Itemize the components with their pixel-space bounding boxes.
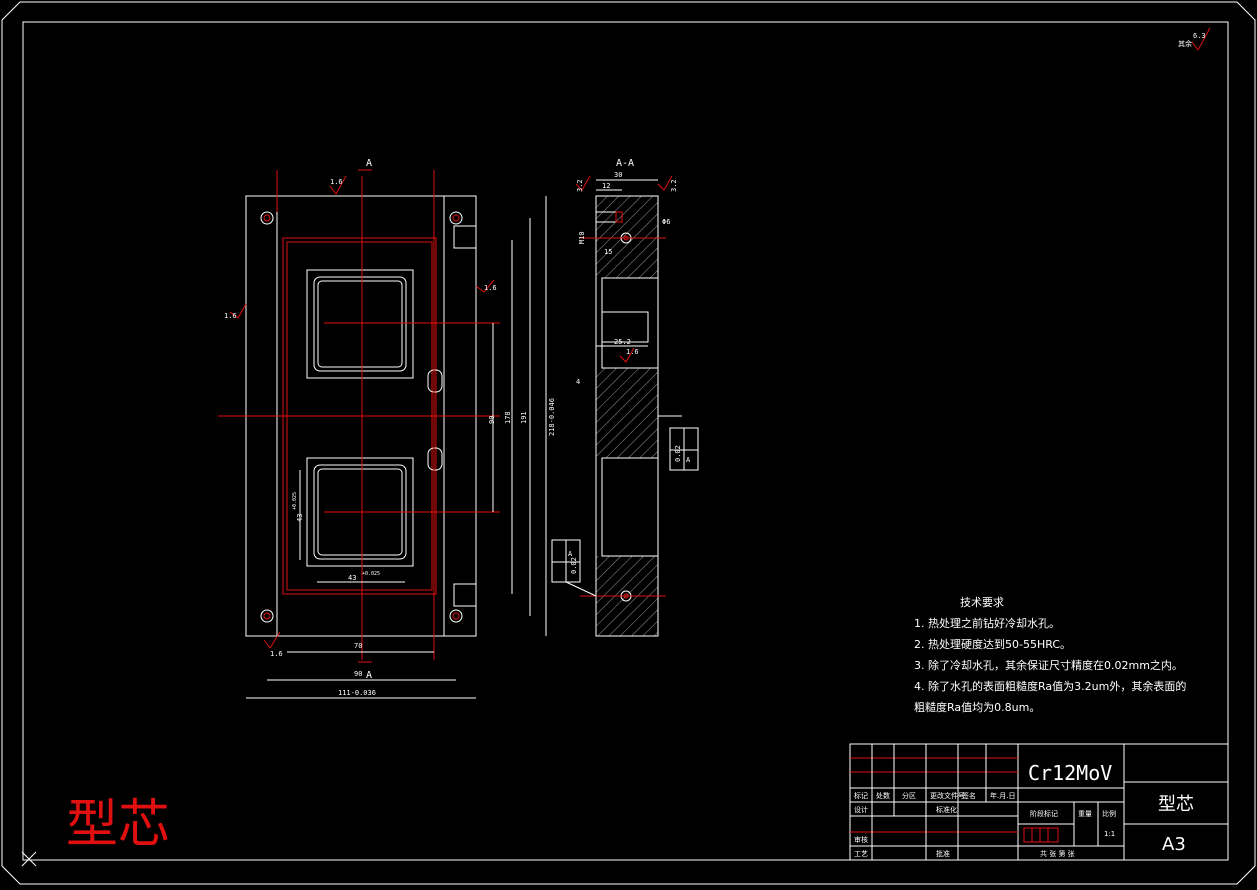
tech-item-1: 1. 热处理之前钻好冷却水孔。: [914, 616, 1060, 630]
dimension-label: 比例: [1102, 809, 1116, 818]
dimension-label: 设计: [854, 805, 868, 814]
dimension-label: 0.02: [570, 557, 578, 574]
dimension-label: 43: [296, 514, 304, 522]
dimension-label: 重量: [1078, 810, 1092, 818]
dimension-label: A: [686, 456, 691, 464]
dimension-label: 90: [488, 416, 496, 424]
dimension-label: M10: [578, 231, 586, 244]
sheet-size-text: A3: [1162, 834, 1186, 855]
dimension-label: 1.6: [330, 178, 343, 186]
tech-title: 技术要求: [960, 596, 1004, 609]
dimension-label: 1.6: [626, 348, 639, 356]
dimension-label: 0.02: [674, 445, 682, 462]
dimension-label: A: [568, 550, 573, 558]
part-name-text: 型芯: [1158, 794, 1194, 815]
dimension-label: 43: [348, 574, 356, 582]
dimension-label: 15: [604, 248, 612, 256]
material-text: Cr12MoV: [1028, 761, 1112, 785]
dimension-label: 178: [504, 411, 512, 424]
section-view: A-A 12 30 15 25.2 4 M10 Φ6 3.2 3.2 1.6 0…: [551, 158, 699, 637]
technical-requirements: 技术要求 1. 热处理之前钻好冷却水孔。 2. 热处理硬度达到50-55HRC。…: [914, 596, 1186, 714]
dimension-label: A: [366, 670, 372, 681]
front-view: 70 90 111-0.036 90 178 191 218-0.046 43 …: [218, 158, 556, 699]
dimension-label: 年.月.日: [990, 791, 1015, 800]
dimension-label: 处数: [876, 791, 890, 800]
dimension-label: 分区: [902, 791, 916, 800]
dimension-label: 更改文件号: [930, 791, 965, 800]
dimension-label: A-A: [616, 158, 634, 169]
dimension-label: 标准化: [936, 805, 957, 814]
dimension-label: 25.2: [614, 338, 631, 346]
dimension-label: 标记: [854, 791, 868, 800]
dimension-label: 审核: [854, 835, 868, 844]
dimension-label: 1:1: [1104, 830, 1115, 838]
dimension-label: Φ6: [662, 218, 670, 226]
dimension-label: 1.6: [484, 284, 497, 292]
tech-item-3: 3. 除了冷却水孔，其余保证尺寸精度在0.02mm之内。: [914, 658, 1183, 672]
dimension-label: 阶段标记: [1030, 809, 1058, 818]
dimension-label: 1.6: [224, 312, 237, 320]
dimension-label: 1.6: [270, 650, 283, 658]
dimension-label: 批准: [936, 849, 950, 858]
dimension-label: A: [366, 158, 372, 169]
corner-roughness-symbol: 其余 6.3: [1178, 27, 1211, 51]
dimension-label: 218-0.046: [548, 398, 556, 436]
tech-item-2: 2. 热处理硬度达到50-55HRC。: [914, 637, 1071, 651]
tech-item-4: 4. 除了水孔的表面粗糙度Ra值为3.2um外，其余表面的: [914, 679, 1186, 693]
title-block: 标记 处数 分区 更改文件号 签名 年.月.日 设计 标准化 审核 工艺 批准 …: [849, 743, 1229, 861]
dimension-label: +0.025: [362, 571, 380, 577]
big-part-title: 型芯: [66, 795, 170, 855]
dimension-label: 30: [614, 171, 622, 179]
dimension-label: 工艺: [854, 850, 868, 858]
dimension-label: 6.3: [1193, 32, 1206, 40]
dimension-label: 70: [354, 642, 362, 650]
tech-item-5: 粗糙度Ra值均为0.8um。: [914, 700, 1040, 714]
dimension-label: 3.2: [670, 179, 678, 192]
dimension-label: 3.2: [576, 179, 584, 192]
dimension-label: 签名: [962, 791, 976, 800]
dimension-label: +0.025: [292, 492, 298, 510]
dimension-label: 191: [520, 411, 528, 424]
dimension-label: 共 张 第 张: [1040, 849, 1075, 858]
ucs-icon: [21, 851, 37, 867]
dimension-label: 111-0.036: [338, 689, 376, 697]
dimension-label: 其余: [1178, 39, 1192, 48]
dimension-label: 90: [354, 670, 362, 678]
dimension-label: 4: [576, 378, 580, 386]
dimension-label: 12: [602, 182, 610, 190]
